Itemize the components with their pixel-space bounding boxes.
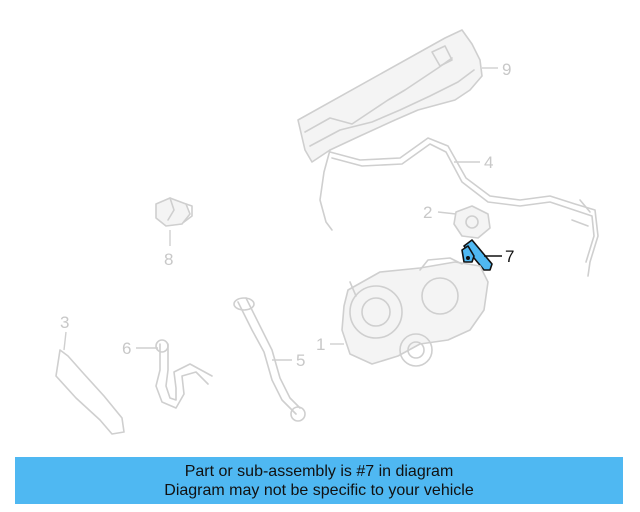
bracket-part <box>55 349 125 435</box>
banner-line-disclaimer: Diagram may not be specific to your vehi… <box>164 481 474 499</box>
turbocharger-part <box>341 257 489 367</box>
callout-2: 2 <box>423 203 432 222</box>
callout-6: 6 <box>122 339 131 358</box>
oil-line-part <box>329 137 599 277</box>
banner-line-part-number: Part or sub-assembly is #7 in diagram <box>184 462 454 480</box>
coolant-hose-part <box>155 339 213 409</box>
callout-9: 9 <box>502 60 511 79</box>
leader-line-2 <box>437 211 457 215</box>
callout-3: 3 <box>60 313 69 332</box>
callout-5: 5 <box>296 351 305 370</box>
callout-4: 4 <box>484 153 493 172</box>
info-banner: Part or sub-assembly is #7 in diagram Di… <box>15 457 623 504</box>
callout-8: 8 <box>164 250 173 269</box>
sensor-valve-part <box>155 197 193 227</box>
callout-7[interactable]: 7 <box>505 247 514 266</box>
heat-shield-part <box>297 29 483 231</box>
gasket-part <box>453 205 491 239</box>
highlighted-fitting-part[interactable] <box>461 239 493 271</box>
oil-return-line-part <box>233 297 306 422</box>
callout-1: 1 <box>316 335 325 354</box>
parts-diagram: 9 4 2 7 8 1 3 6 5 <box>55 29 599 435</box>
leader-line-3 <box>63 331 67 351</box>
